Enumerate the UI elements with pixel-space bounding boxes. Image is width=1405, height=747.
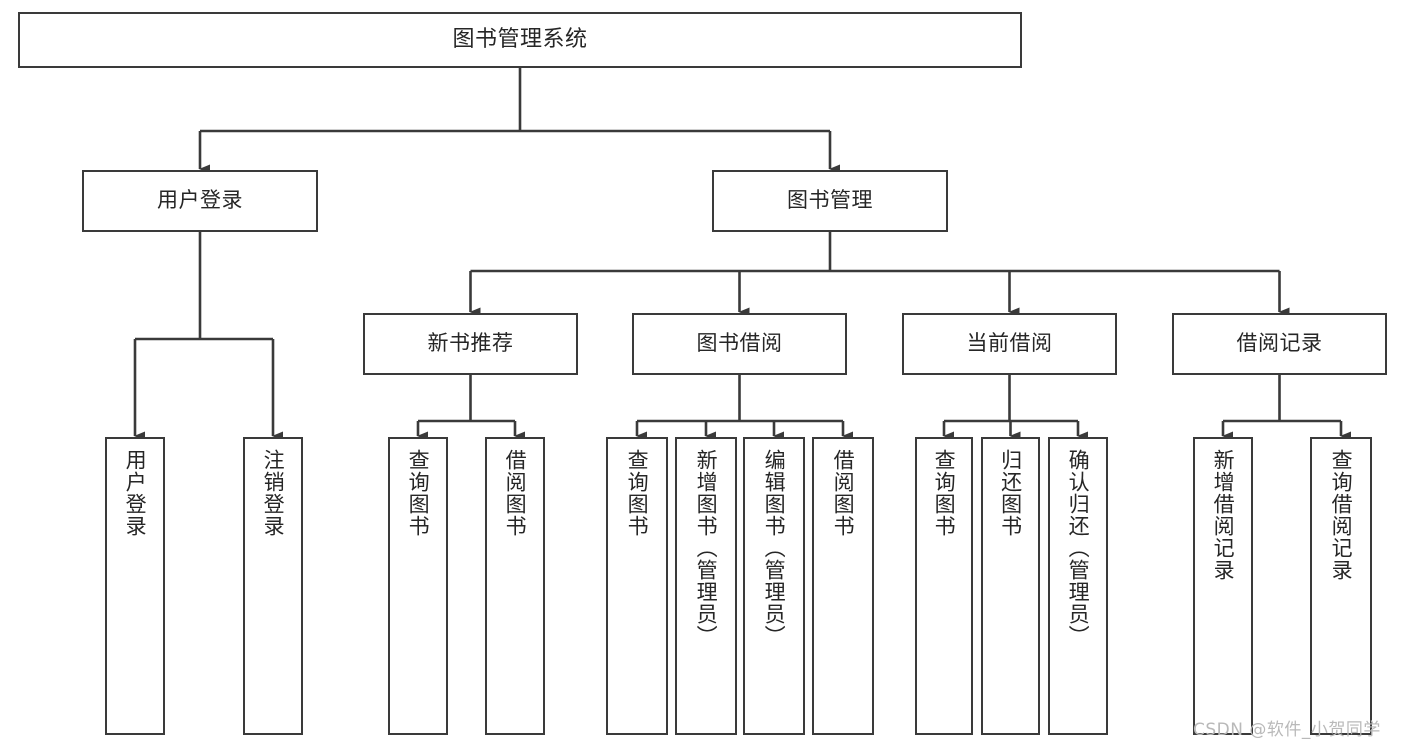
node-leaf-qry-record[interactable]: 查询借阅记录 [1310,437,1372,735]
node-current-borrow[interactable]: 当前借阅 [902,313,1117,375]
node-leaf-return[interactable]: 归还图书 [981,437,1040,735]
node-label-leaf-add-record: 新增借阅记录 [1211,449,1236,581]
node-label-borrow-record: 借阅记录 [1236,331,1323,356]
node-label-leaf-borrow-1: 借阅图书 [503,449,528,537]
node-book-borrow[interactable]: 图书借阅 [632,313,847,375]
node-leaf-logout[interactable]: 注销登录 [243,437,303,735]
node-leaf-login[interactable]: 用户登录 [105,437,165,735]
node-label-book-manage: 图书管理 [787,188,873,213]
node-leaf-query-3[interactable]: 查询图书 [915,437,973,735]
node-user-login[interactable]: 用户登录 [82,170,318,232]
node-leaf-borrow-1[interactable]: 借阅图书 [485,437,545,735]
node-label-book-borrow: 图书借阅 [696,331,783,356]
node-label-leaf-query-3: 查询图书 [932,449,957,537]
node-label-new-book-rec: 新书推荐 [427,331,514,356]
csdn-watermark: CSDN @软件_小贺同学 [1193,720,1381,740]
node-leaf-add-record[interactable]: 新增借阅记录 [1193,437,1253,735]
node-label-leaf-logout: 注销登录 [261,449,286,537]
node-leaf-confirm[interactable]: 确认归还（管理员） [1048,437,1108,735]
node-label-leaf-return: 归还图书 [998,449,1023,537]
node-label-leaf-confirm: 确认归还（管理员） [1066,449,1091,647]
node-borrow-record[interactable]: 借阅记录 [1172,313,1387,375]
node-leaf-borrow-2[interactable]: 借阅图书 [812,437,874,735]
node-label-user-login: 用户登录 [157,188,243,213]
node-label-leaf-qry-record: 查询借阅记录 [1329,449,1354,581]
connector-group [133,68,1351,441]
node-leaf-query-1[interactable]: 查询图书 [388,437,448,735]
node-label-leaf-edit-book: 编辑图书（管理员） [762,449,787,647]
node-label-leaf-borrow-2: 借阅图书 [831,449,856,537]
node-label-leaf-query-1: 查询图书 [406,449,431,537]
node-label-current-borrow: 当前借阅 [966,331,1053,356]
node-leaf-query-2[interactable]: 查询图书 [606,437,668,735]
node-label-leaf-add-book: 新增图书（管理员） [694,449,719,647]
node-root[interactable]: 图书管理系统 [18,12,1022,68]
node-new-book-rec[interactable]: 新书推荐 [363,313,578,375]
node-label-leaf-query-2: 查询图书 [625,449,650,537]
node-label-root: 图书管理系统 [452,26,588,52]
node-leaf-add-book[interactable]: 新增图书（管理员） [675,437,737,735]
node-book-manage[interactable]: 图书管理 [712,170,948,232]
node-label-leaf-login: 用户登录 [123,449,148,537]
node-leaf-edit-book[interactable]: 编辑图书（管理员） [743,437,805,735]
